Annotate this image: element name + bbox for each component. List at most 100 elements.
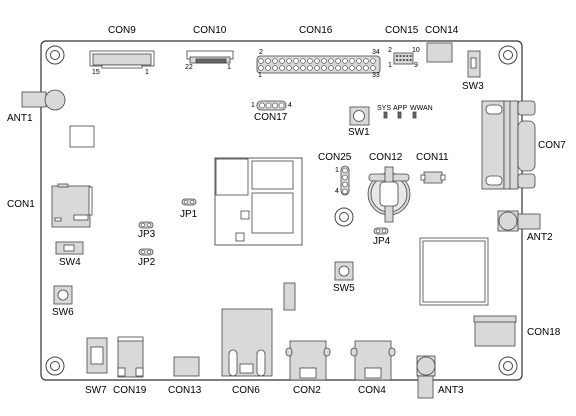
led-sys-label: SYS [377,105,392,112]
ant2-connector [497,210,541,232]
con16-pin [356,58,362,64]
pin-marker: 1 [251,102,255,109]
con1-connector [51,183,93,228]
label-con13: CON13 [168,385,202,396]
con16-pin [342,58,348,64]
label-con15: CON15 [385,25,419,36]
con16-pin [265,58,271,64]
con15-pin [399,55,402,57]
sw6-switch [53,285,73,305]
board-component [283,282,296,311]
pin-marker: 15 [92,69,100,76]
pin-marker: 2 [388,47,392,54]
con16-pin [300,58,306,64]
con25-pins [342,167,348,195]
label-con11: CON11 [416,152,449,163]
con16-pin [321,65,327,71]
label-con4: CON4 [358,385,386,396]
label-con7: CON7 [538,140,566,151]
label-jp4: JP4 [373,236,391,247]
con16-pin [314,58,320,64]
con16-pin [307,65,313,71]
label-con17: CON17 [254,112,288,123]
sw5-switch [334,261,354,281]
con16-pin [265,65,271,71]
label-sw3: SW3 [462,81,484,92]
mounting-holes [45,45,518,376]
pin-marker: 1 [335,167,339,174]
con15-pin [406,59,409,61]
con16-pin [286,58,292,64]
label-con16: CON16 [299,25,333,36]
con16-pin [314,65,320,71]
con15-pins [396,55,412,61]
con16-pin [293,58,299,64]
con2-connector [285,340,331,381]
con14-connector [426,42,453,63]
con15-pin [396,59,398,61]
con11-connector [420,171,446,184]
con16-pin [279,58,285,64]
con16-pins [258,58,376,71]
con16-pin [363,65,369,71]
led-sys-marker [383,111,388,119]
con16-pin [272,65,278,71]
con16-pin [286,65,292,71]
con16-pin [321,58,327,64]
con15-pin [396,55,398,57]
con15-header [393,52,414,65]
label-jp3: JP3 [138,229,156,240]
label-sw1: SW1 [348,127,370,138]
con12-connector [367,166,411,223]
con15-pin [409,59,412,61]
led-wwan-label: WWAN [410,105,433,112]
con16-pin [370,65,376,71]
con16-pin [356,65,362,71]
sw4-switch [55,241,84,255]
label-con9: CON9 [108,25,136,36]
con17-header [256,100,287,111]
led-app-label: APP [393,105,408,112]
con15-pin [402,55,405,57]
con17-pins [259,102,285,109]
pin-marker: 10 [412,47,420,54]
ant1-connector [21,89,66,111]
sw1-switch [349,106,370,126]
con16-pin [328,65,334,71]
sw7-switch [86,337,108,374]
pin-marker: 4 [335,188,339,195]
con16-pin [258,58,264,64]
con7-connector [481,100,536,190]
con15-pin [402,59,405,61]
con16-pin [349,65,355,71]
label-con6: CON6 [232,385,260,396]
pin-marker: 1 [145,69,149,76]
label-con14: CON14 [425,25,459,36]
con16-pin [335,58,341,64]
pin-marker: 22 [185,64,193,71]
label-sw5: SW5 [333,283,355,294]
con16-pin [335,65,341,71]
con4-connector [350,340,396,381]
con15-pin [409,55,412,57]
jumper-pins [140,199,387,255]
label-ant2: ANT2 [527,232,553,243]
label-sw4: SW4 [59,257,81,268]
con25-header [340,165,350,196]
label-con10: CON10 [193,25,227,36]
label-con12: CON12 [369,152,403,163]
pin-marker: 4 [288,102,292,109]
label-ant3: ANT3 [438,385,464,396]
label-con25: CON25 [318,152,352,163]
con16-pin [328,58,334,64]
pin-marker: 33 [372,72,380,79]
label-con19: CON19 [113,385,147,396]
con6-connector [221,308,273,377]
con16-pin [279,65,285,71]
con16-pin [293,65,299,71]
pin-marker: 1 [227,64,231,71]
con16-pin [307,58,313,64]
con16-pin [300,65,306,71]
label-con1: CON1 [7,199,35,210]
